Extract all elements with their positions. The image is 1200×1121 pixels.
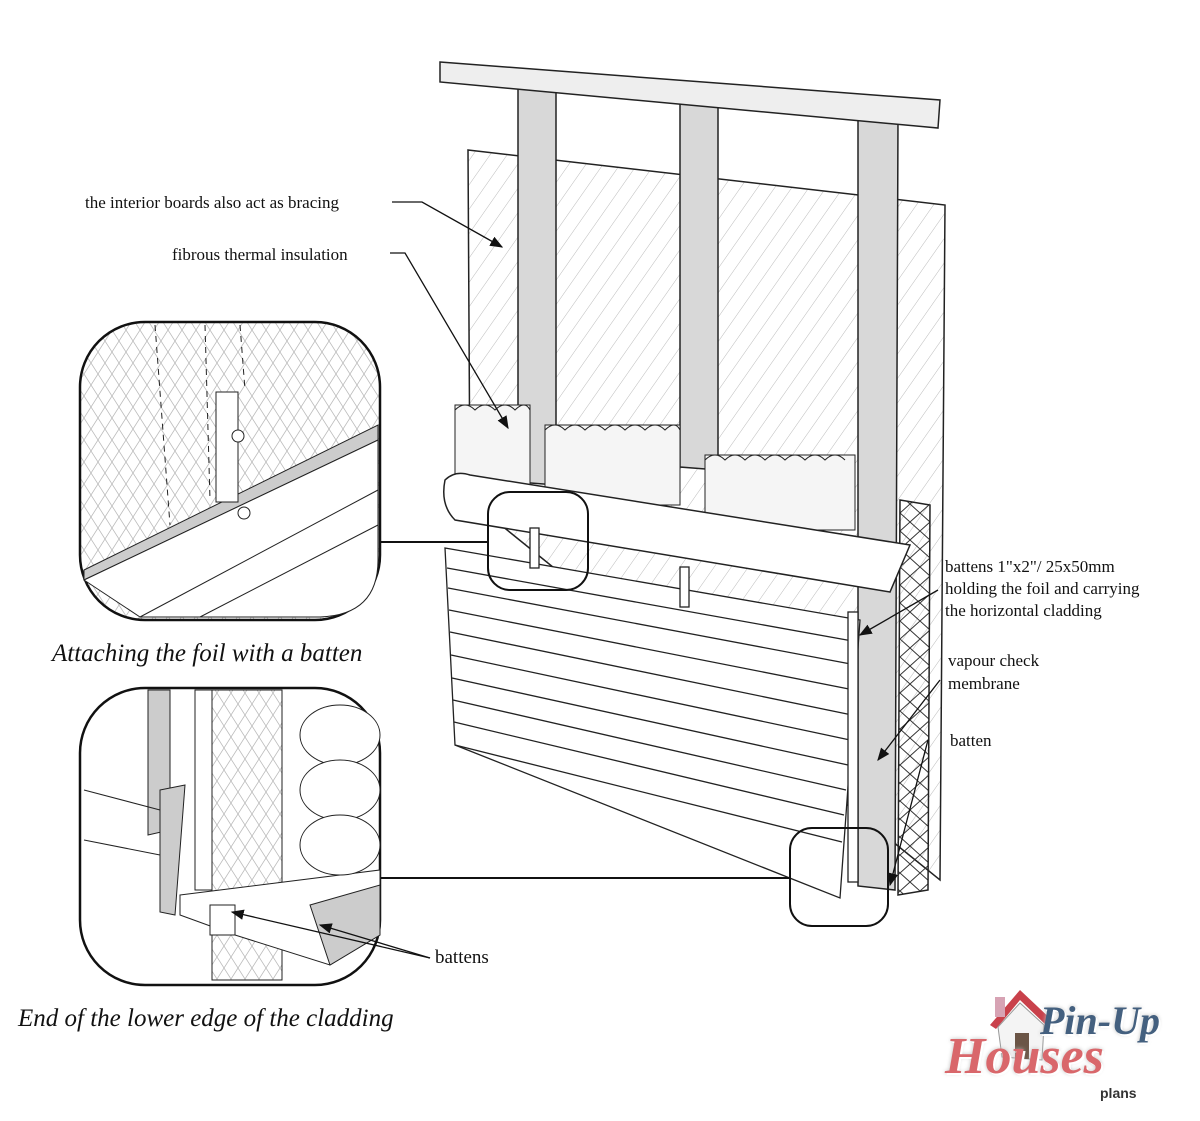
foil-sheet	[443, 472, 912, 593]
logo-line2: Houses	[945, 1028, 1104, 1085]
label-batten: batten	[950, 731, 992, 750]
label-vapour-2: membrane	[948, 674, 1020, 693]
caption-detail-1: Attaching the foil with a batten	[52, 640, 363, 667]
detail-inset-lower-edge	[78, 686, 382, 987]
label-vapour-1: vapour check	[948, 651, 1040, 670]
detail-inset-foil-batten	[78, 320, 382, 622]
label-insulation: fibrous thermal insulation	[172, 245, 348, 264]
logo-line3: plans	[1100, 1085, 1137, 1101]
leader-lines	[230, 201, 941, 959]
pin-up-houses-logo: Pin-Up Houses plans	[945, 985, 1185, 1110]
label-battens-2: holding the foil and carrying	[945, 579, 1140, 598]
caption-detail-2: End of the lower edge of the cladding	[18, 1005, 394, 1032]
horizontal-cladding	[444, 547, 861, 899]
logo-line1: Pin-Up	[1040, 998, 1160, 1043]
top-plate	[439, 61, 941, 129]
battens-vertical	[529, 527, 859, 883]
label-battens-3: the horizontal cladding	[945, 601, 1102, 620]
house-icon	[990, 990, 1055, 1061]
label-battens-detail: battens	[435, 947, 489, 968]
label-interior-boards: the interior boards also act as bracing	[85, 193, 339, 212]
label-battens-1: battens 1"x2"/ 25x50mm	[945, 557, 1115, 576]
